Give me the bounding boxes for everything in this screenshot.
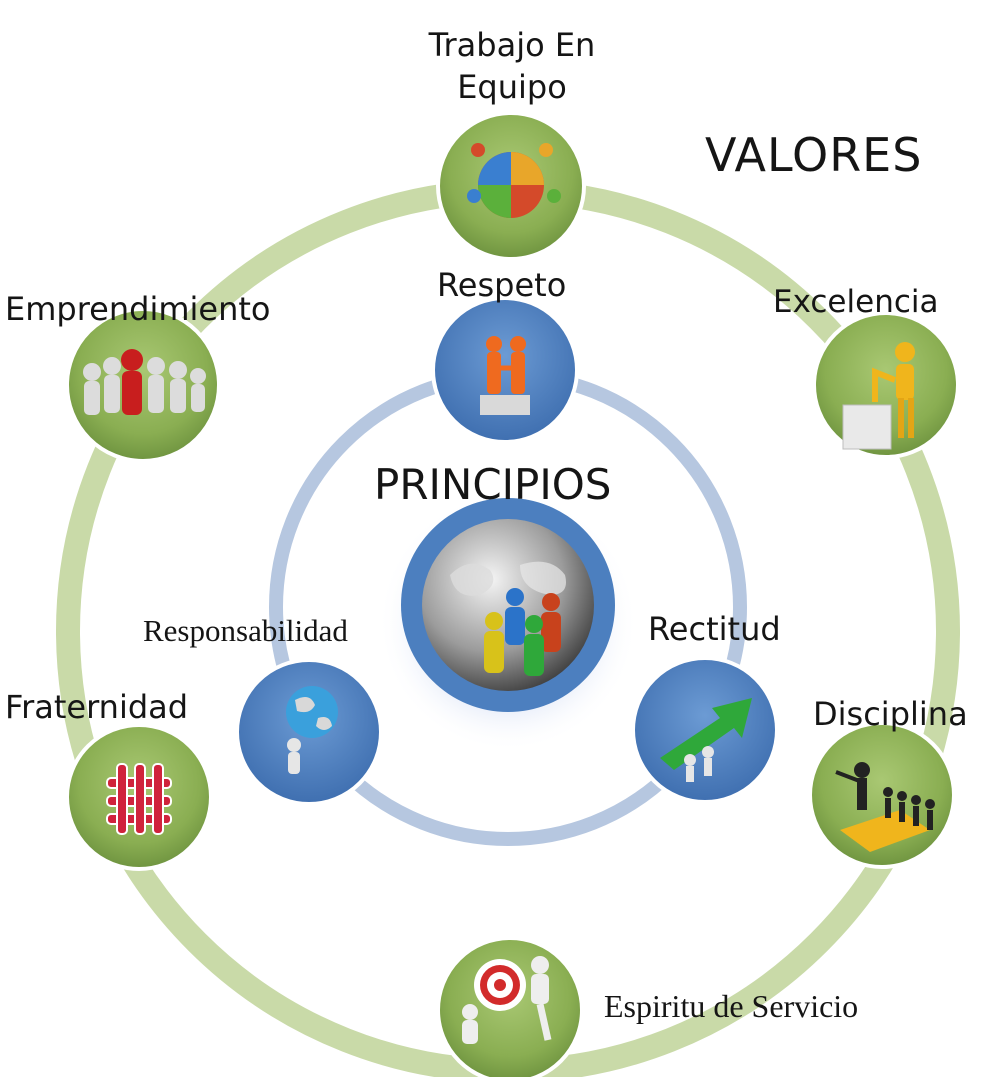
node-trabajo-en-equipo — [436, 111, 586, 261]
valores-title: VALORES — [705, 128, 923, 182]
node-responsabilidad — [235, 658, 383, 806]
label-disciplina: Disciplina — [813, 695, 968, 733]
label-espiritu-de-servicio: Espiritu de Servicio — [604, 988, 859, 1024]
principios-title: PRINCIPIOS — [374, 460, 612, 509]
node-disciplina — [808, 721, 956, 869]
label-rectitud: Rectitud — [648, 610, 781, 648]
label-respeto: Respeto — [437, 266, 567, 304]
node-rectitud — [631, 656, 779, 804]
label-excelencia: Excelencia — [773, 284, 939, 320]
target-figures-icon — [462, 956, 552, 1044]
red-leader-crowd-icon — [83, 349, 206, 415]
globe-carrier-icon — [286, 686, 338, 774]
globe-people-icon — [422, 519, 594, 691]
woven-knot-icon — [106, 763, 172, 835]
label-fraternidad: Fraternidad — [5, 688, 189, 726]
label-trabajo-line2: Equipo — [457, 68, 567, 106]
node-emprendimiento — [65, 307, 221, 463]
center-node — [378, 492, 638, 752]
label-responsabilidad: Responsabilidad — [143, 613, 348, 648]
node-fraternidad — [65, 723, 213, 871]
node-respeto — [431, 296, 579, 444]
label-emprendimiento: Emprendimiento — [5, 290, 271, 328]
node-excelencia — [812, 311, 960, 459]
label-trabajo-line1: Trabajo En — [428, 26, 596, 64]
podium-figure-icon — [842, 342, 915, 450]
handshake-figures-icon — [480, 336, 530, 415]
label-trabajo-en-equipo: Trabajo En Equipo — [412, 24, 612, 108]
node-espiritu-de-servicio — [436, 936, 584, 1081]
puzzle-team-icon — [467, 143, 561, 218]
arrow-lift-icon — [660, 698, 752, 782]
leader-pointing-icon — [835, 762, 935, 852]
